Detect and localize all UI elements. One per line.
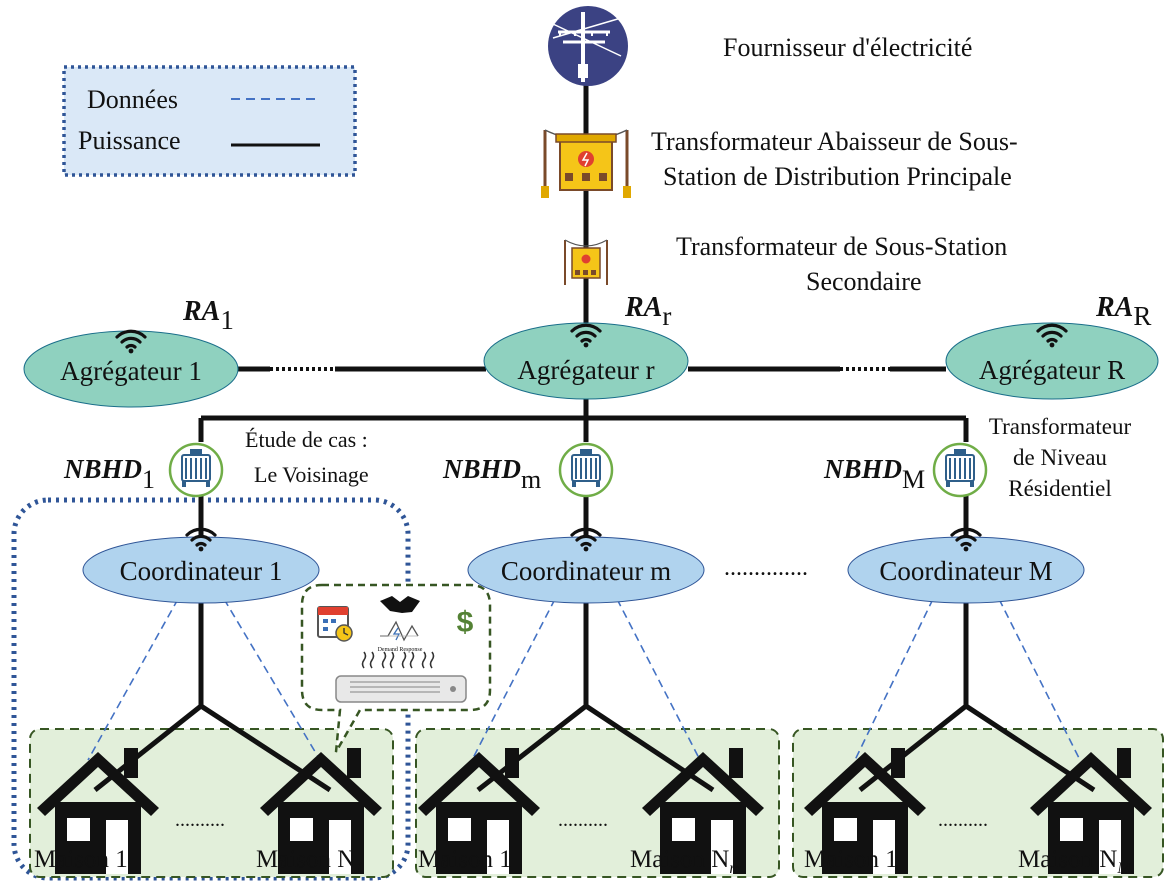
neighborhood-1-outline bbox=[11, 497, 411, 881]
transformer-icon-M bbox=[932, 442, 988, 498]
aggregator-1: Agrégateur 1 bbox=[23, 329, 239, 408]
aggregator-R: Agrégateur R bbox=[945, 322, 1159, 400]
secondary-substation-icon bbox=[564, 239, 608, 285]
coordinator-m-label: Coordinateur m bbox=[501, 556, 671, 586]
legend-data-label: Données bbox=[87, 85, 178, 114]
electricity-provider-icon bbox=[548, 6, 628, 86]
demand-response-callout: Demand Response $ bbox=[300, 583, 492, 753]
svg-text:$: $ bbox=[457, 606, 474, 639]
secondary-substation-label-2: Secondaire bbox=[806, 267, 922, 296]
nbhd-m-label: NBHDm bbox=[442, 454, 541, 494]
house-label-n1-last: Maison N1 bbox=[256, 846, 363, 877]
legend-box bbox=[62, 65, 357, 177]
aggregator-r-label: Agrégateur r bbox=[517, 355, 654, 385]
ra-R-label: RAR bbox=[1095, 292, 1151, 331]
demand-response-chart-icon bbox=[380, 620, 419, 642]
house-label-nm-first: Maison 1 bbox=[418, 846, 512, 873]
secondary-substation-label-1: Transformateur de Sous-Station bbox=[676, 232, 1007, 261]
main-substation-label-1: Transformateur Abaisseur de Sous- bbox=[651, 127, 1018, 156]
provider-label: Fournisseur d'électricité bbox=[723, 33, 972, 62]
aggregator-1-label: Agrégateur 1 bbox=[60, 356, 202, 386]
nbhd-M-label: NBHDM bbox=[823, 454, 925, 494]
aggregator-R-label: Agrégateur R bbox=[979, 355, 1125, 385]
aggregator-r: Agrégateur r bbox=[483, 322, 689, 400]
house-label-nM-first: Maison 1 bbox=[804, 846, 898, 873]
case-study-line-1: Étude de cas : bbox=[245, 427, 368, 452]
house-label-n1-first: Maison 1 bbox=[34, 846, 128, 873]
coordinator-dots: .............. bbox=[724, 555, 808, 581]
house-label-nm-last: Maison Nm bbox=[630, 846, 741, 877]
residential-transformer-line-2: de Niveau bbox=[1013, 445, 1107, 470]
coordinator-M-label: Coordinateur M bbox=[879, 556, 1052, 586]
data-lines bbox=[87, 598, 1081, 761]
heater-icon bbox=[335, 651, 467, 703]
legend-power-label: Puissance bbox=[78, 126, 181, 155]
coordinator-m: Coordinateur m bbox=[467, 527, 705, 604]
main-substation-label-2: Station de Distribution Principale bbox=[663, 162, 1012, 191]
houses-dots-1: .......... bbox=[175, 809, 225, 831]
coordinator-M: Coordinateur M bbox=[847, 527, 1085, 604]
residential-transformer-line-3: Résidentiel bbox=[1008, 476, 1111, 501]
main-substation-icon bbox=[541, 129, 631, 198]
calendar-clock-icon bbox=[317, 606, 353, 642]
ra-r-label: RAr bbox=[624, 292, 671, 331]
transformer-icon-1 bbox=[168, 442, 224, 498]
handshake-icon bbox=[380, 596, 420, 613]
residential-transformer-line-1: Transformateur bbox=[989, 414, 1132, 439]
dollar-icon: $ bbox=[457, 606, 474, 639]
houses-dots-m: .......... bbox=[558, 809, 608, 831]
demand-response-label: Demand Response bbox=[378, 647, 423, 653]
case-study-line-2: Le Voisinage bbox=[254, 462, 369, 487]
legend: Données Puissance bbox=[62, 65, 357, 177]
houses-dots-M: .......... bbox=[938, 809, 988, 831]
coordinator-1-label: Coordinateur 1 bbox=[120, 556, 283, 586]
coordinator-1: Coordinateur 1 bbox=[82, 527, 320, 604]
nbhd-1-label: NBHD1 bbox=[63, 454, 155, 494]
transformer-icon-m bbox=[558, 442, 614, 498]
ra-1-label: RA1 bbox=[182, 296, 234, 335]
house-label-nM-last: Maison NM bbox=[1018, 846, 1132, 877]
